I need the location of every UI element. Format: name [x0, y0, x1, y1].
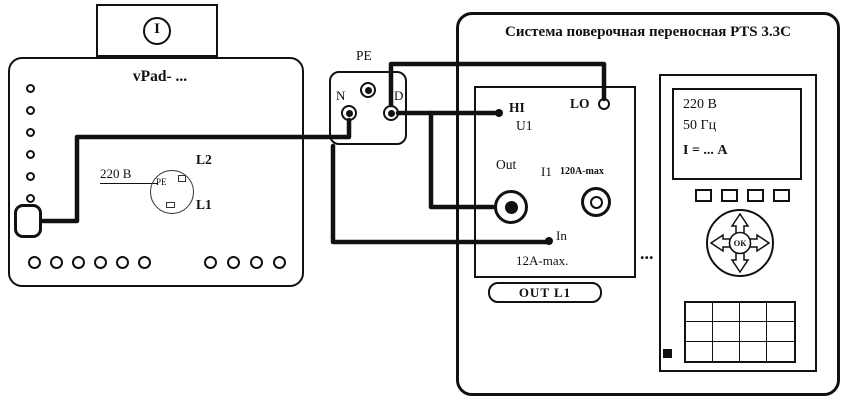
- vent-hole: [26, 194, 35, 203]
- vpad-l2-label: L2: [196, 152, 212, 167]
- i1-current-terminal-pin: [589, 195, 603, 209]
- out-l1-label: OUT L1: [518, 285, 572, 300]
- adapter-pe-pin: [364, 86, 372, 94]
- adapter-d-pin: [387, 109, 395, 117]
- function-button: [773, 189, 790, 202]
- vpad-title: vPad- ...: [132, 68, 188, 85]
- hi-terminal: [495, 109, 503, 117]
- vpad-top-module: I: [96, 4, 218, 57]
- pts-title: Система поверочная переносная PTS 3.3C: [505, 24, 791, 40]
- keypad-key: [686, 322, 713, 342]
- terminal-port: [273, 256, 286, 269]
- adapter-d-label: D: [394, 88, 404, 103]
- vent-hole: [26, 150, 35, 159]
- in-terminal: [545, 237, 553, 245]
- terminal-port: [28, 256, 41, 269]
- terminal-port: [204, 256, 217, 269]
- keypad-key: [740, 341, 767, 361]
- vpad-l1-label: L1: [196, 197, 212, 212]
- keypad-key: [767, 322, 794, 342]
- socket-pin-icon: [166, 202, 175, 208]
- vent-hole: [26, 106, 35, 115]
- keypad-grid: [684, 301, 796, 363]
- keypad-key: [767, 342, 794, 361]
- vent-hole: [26, 84, 35, 93]
- power-switch-label: I: [154, 21, 160, 37]
- display-line-frequency: 50 Гц: [683, 118, 717, 133]
- i1-max-label: 120A-max: [560, 166, 604, 177]
- keypad-key: [713, 341, 740, 361]
- i1-label: I1: [541, 164, 552, 179]
- ellipsis-label: ...: [640, 243, 654, 263]
- adapter-n-pin: [345, 109, 353, 117]
- pts-display: 220 В 50 Гц I = ... А: [672, 88, 802, 180]
- keypad-key: [740, 303, 767, 323]
- adapter-pe-label: PE: [356, 48, 372, 63]
- function-button: [747, 189, 764, 202]
- terminal-port: [94, 256, 107, 269]
- out-label: Out: [496, 157, 517, 172]
- display-line-voltage: 220 В: [683, 97, 717, 112]
- nav-pad: ОК: [706, 209, 774, 277]
- vpad-mains-socket: PE: [150, 170, 194, 214]
- lo-terminal: [598, 98, 610, 110]
- vpad-socket-pe-label: PE: [156, 177, 167, 187]
- ok-button: [728, 231, 752, 255]
- keypad-key: [686, 303, 713, 323]
- terminal-port: [50, 256, 63, 269]
- display-line-current: I = ... А: [683, 143, 728, 158]
- function-button: [695, 189, 712, 202]
- keypad-key: [713, 303, 740, 323]
- lo-label: LO: [570, 96, 590, 111]
- out-current-terminal-pin: [504, 200, 518, 214]
- u1-label: U1: [516, 118, 533, 133]
- socket-pin-icon: [178, 175, 186, 182]
- function-button: [721, 189, 738, 202]
- in-label: In: [556, 228, 567, 243]
- out-l1-badge: OUT L1: [488, 282, 602, 303]
- in-max-label: 12A-max.: [516, 253, 569, 268]
- terminal-port: [72, 256, 85, 269]
- vpad-voltage-label: 220 В: [100, 166, 158, 184]
- keypad-key: [767, 303, 794, 323]
- indicator-square: [663, 349, 672, 358]
- keypad-key: [713, 322, 740, 342]
- hi-label: HI: [509, 100, 525, 115]
- terminal-port: [116, 256, 129, 269]
- terminal-port: [227, 256, 240, 269]
- vpad-output-connector: [14, 204, 42, 238]
- keypad-key: [740, 322, 767, 342]
- vent-hole: [26, 172, 35, 181]
- keypad-key: [686, 341, 713, 361]
- adapter-n-label: N: [336, 88, 346, 103]
- power-switch-icon: I: [143, 17, 171, 45]
- terminal-port: [138, 256, 151, 269]
- ok-button-label: ОК: [734, 238, 748, 248]
- terminal-port: [250, 256, 263, 269]
- vent-hole: [26, 128, 35, 137]
